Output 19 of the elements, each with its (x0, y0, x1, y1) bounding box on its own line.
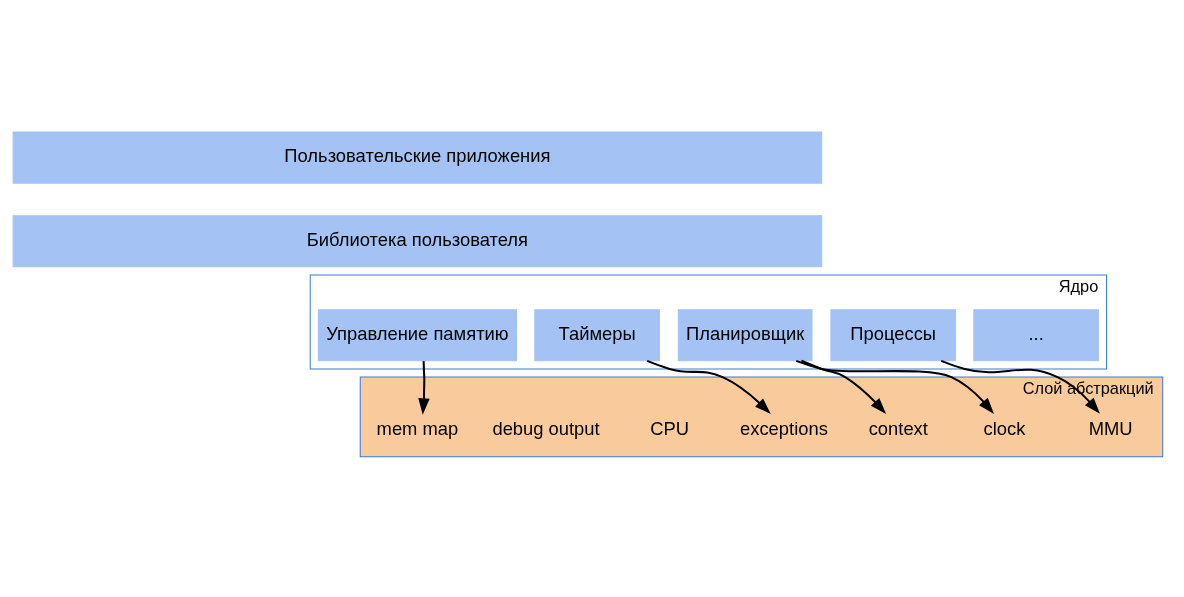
node-box: ... (973, 309, 1099, 362)
arrow (801, 359, 887, 414)
node-text: MMU (1088, 417, 1133, 439)
node-text: mem map (376, 417, 459, 439)
node-text: debug output (492, 417, 600, 439)
node-text: CPU (650, 417, 689, 439)
node-box: Управление памятию (317, 309, 517, 362)
node-box: Процессы (830, 309, 956, 362)
node-text: context (868, 417, 928, 439)
node-box: Пользовательские приложения (12, 131, 823, 184)
node-text: exceptions (740, 417, 828, 439)
arrow (418, 361, 430, 415)
node-box: Библиотека пользователя (12, 215, 823, 268)
node-text: clock (983, 417, 1026, 439)
arrow (646, 359, 771, 414)
arrow (940, 359, 1100, 414)
arrow (795, 359, 995, 414)
node-box: Планировщик (677, 309, 813, 362)
node-box: Таймеры (534, 309, 660, 362)
